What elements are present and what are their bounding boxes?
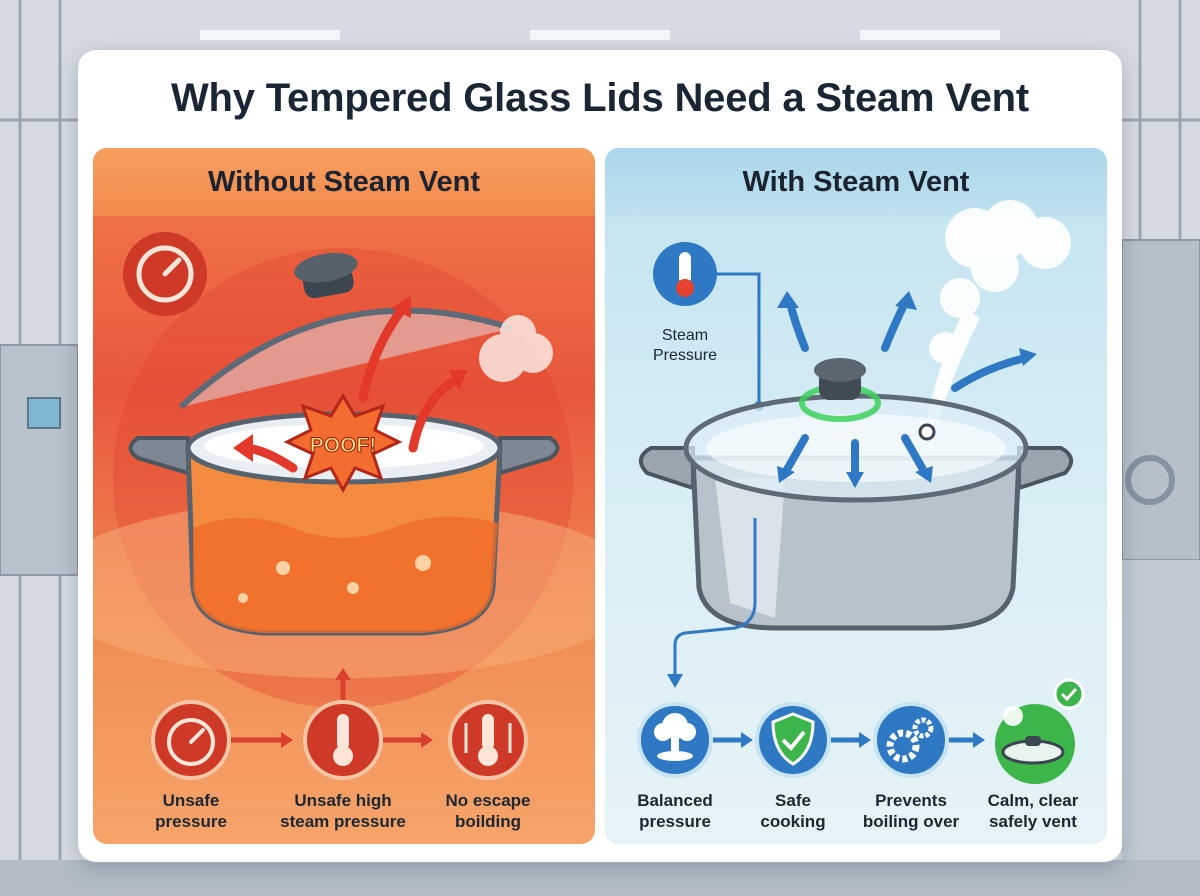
without-vent-panel: Without Steam Vent <box>93 148 595 844</box>
poof-text: POOF! <box>310 434 377 457</box>
steam-pressure-callout: Steam Pressure <box>652 327 718 364</box>
step-icon-lid-check <box>995 678 1085 784</box>
without-vent-heading: Without Steam Vent <box>93 148 595 216</box>
thermometer-icon <box>653 242 717 306</box>
step-icon-gauge <box>151 700 231 780</box>
page-title: Why Tempered Glass Lids Need a Steam Ven… <box>170 76 1029 120</box>
gauge-icon <box>123 232 207 316</box>
without-vent-illustration: POOF! <box>93 232 595 780</box>
with-vent-panel: With Steam Vent <box>605 148 1107 844</box>
step-icon-shield <box>755 702 831 778</box>
with-vent-heading: With Steam Vent <box>605 148 1107 216</box>
step-icon-fountain <box>637 702 713 778</box>
flying-glass-lid <box>178 252 514 410</box>
step-icon-thermometer <box>303 700 383 780</box>
steam-plume <box>925 200 1071 433</box>
step-icon-gears <box>873 702 949 778</box>
with-vent-illustration <box>637 200 1085 784</box>
poof-burst <box>283 393 403 494</box>
step-icon-thermometer-arrows <box>448 700 528 780</box>
